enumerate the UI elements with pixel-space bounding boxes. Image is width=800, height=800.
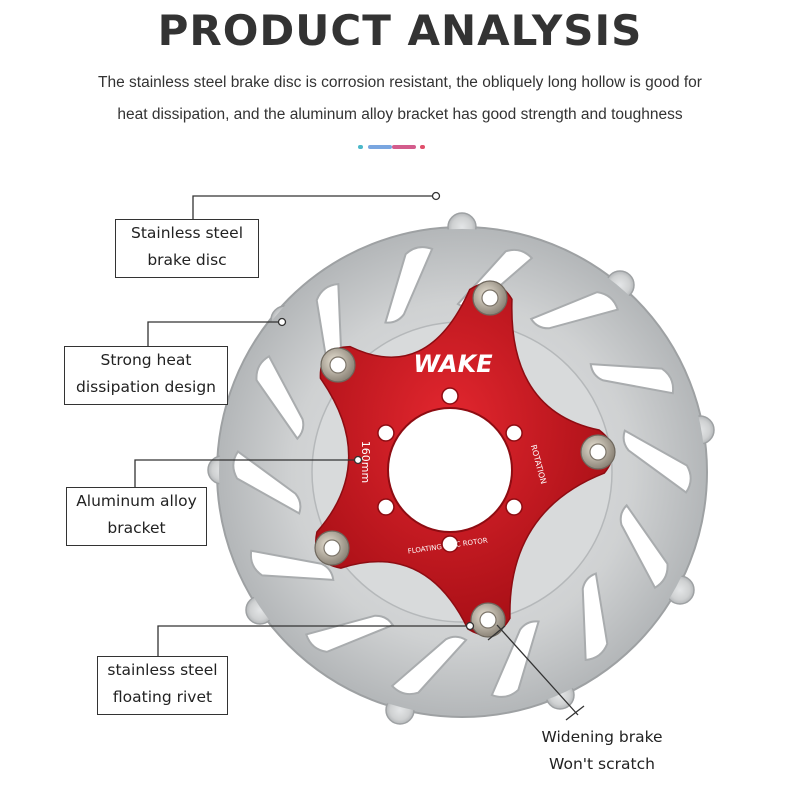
floating-rivets bbox=[314, 280, 616, 638]
callout-floating-rivet-line2: floating rivet bbox=[112, 688, 213, 706]
vent-slot bbox=[490, 620, 540, 698]
vent-slot bbox=[622, 429, 692, 494]
leader-dots bbox=[277, 191, 475, 631]
vent-slot bbox=[255, 354, 305, 441]
vent-slot bbox=[249, 549, 335, 581]
rivet bbox=[472, 280, 508, 316]
rivet bbox=[314, 530, 350, 566]
callout-heat-dissipation-line2: dissipation design bbox=[76, 378, 216, 396]
callout-aluminum-bracket-line2: bracket bbox=[107, 519, 166, 537]
bolt-hole bbox=[441, 535, 459, 553]
page-title: PRODUCT ANALYSIS bbox=[157, 6, 643, 55]
bolt-hole bbox=[377, 424, 395, 442]
callout-widening-brake-line1: Widening brake bbox=[541, 728, 663, 746]
callout-steel-disc-line2: brake disc bbox=[147, 251, 227, 269]
callout-widening-brake: Widening brake Won't scratch bbox=[532, 724, 672, 778]
callout-aluminum-bracket-line1: Aluminum alloy bbox=[76, 492, 197, 510]
divider-bar-blue bbox=[368, 145, 392, 149]
vent-slot bbox=[384, 246, 434, 324]
rivet bbox=[580, 434, 616, 470]
rivet bbox=[320, 347, 356, 383]
description-line-1: The stainless steel brake disc is corros… bbox=[98, 74, 702, 91]
rotor-size-text: 160mm bbox=[359, 441, 372, 483]
callout-widening-brake-line2: Won't scratch bbox=[549, 755, 655, 773]
divider-dot-left bbox=[358, 145, 363, 149]
divider-bar-pink bbox=[392, 145, 416, 149]
callout-steel-disc: Stainless steel brake disc bbox=[115, 219, 259, 278]
description-line-2: heat dissipation, and the aluminum alloy… bbox=[117, 106, 683, 123]
bolt-hole bbox=[505, 498, 523, 516]
divider-dot-right bbox=[420, 145, 425, 149]
rivet bbox=[470, 602, 506, 638]
callout-aluminum-bracket: Aluminum alloy bracket bbox=[66, 487, 207, 546]
bolt-hole bbox=[377, 498, 395, 516]
vent-slot bbox=[619, 503, 669, 590]
aluminum-alloy-bracket bbox=[315, 282, 614, 636]
bolt-hole bbox=[505, 424, 523, 442]
vent-slot bbox=[232, 450, 302, 515]
vent-slot bbox=[529, 291, 619, 330]
callout-floating-rivet-line1: stainless steel bbox=[107, 661, 218, 679]
leader-lines bbox=[134, 195, 585, 721]
vent-slot bbox=[589, 363, 675, 395]
vent-slot bbox=[305, 614, 395, 653]
callout-heat-dissipation-line1: Strong heat bbox=[100, 351, 192, 369]
decorative-divider bbox=[358, 145, 428, 149]
callout-heat-dissipation: Strong heat dissipation design bbox=[64, 346, 228, 405]
vent-slot bbox=[581, 572, 609, 662]
vent-slot bbox=[390, 635, 468, 696]
bolt-hole bbox=[441, 387, 459, 405]
callout-steel-disc-line1: Stainless steel bbox=[131, 224, 243, 242]
callout-floating-rivet: stainless steel floating rivet bbox=[97, 656, 228, 715]
brand-logo: WAKE bbox=[413, 350, 493, 378]
